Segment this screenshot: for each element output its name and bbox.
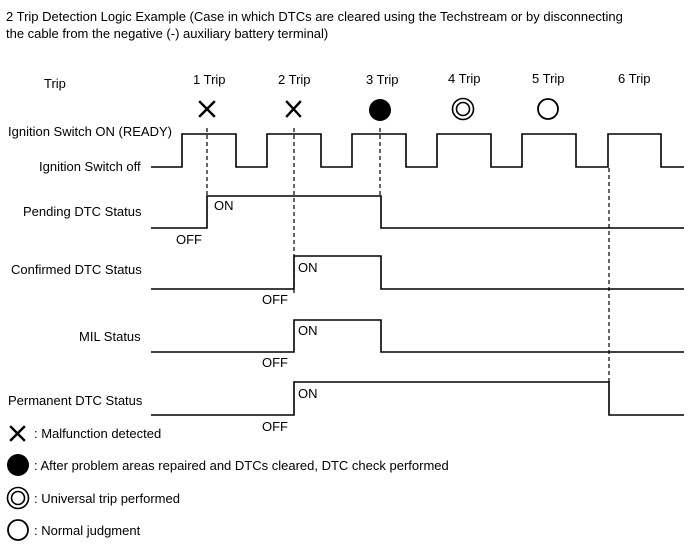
pending-dtc-waveform [151, 195, 684, 229]
trip-label-3: 3 Trip [366, 72, 399, 87]
legend: : Malfunction detected : After problem a… [6, 425, 449, 541]
trip-label-6: 6 Trip [618, 71, 651, 86]
diagram-title-line2: the cable from the negative (-) auxiliar… [6, 26, 328, 41]
trip-label-1: 1 Trip [193, 72, 226, 87]
row-label-ignition-off: Ignition Switch off [39, 159, 141, 174]
pending-on-label: ON [214, 198, 234, 213]
legend-normal-judgment-text: : Normal judgment [34, 523, 141, 538]
row-label-confirmed: Confirmed DTC Status [11, 262, 142, 277]
trip-5-circle-icon [537, 98, 559, 120]
permanent-dtc-waveform [151, 381, 684, 416]
legend-cross-icon [9, 425, 26, 442]
mil-on-label: ON [298, 323, 318, 338]
row-label-permanent: Permanent DTC Status [8, 393, 143, 408]
trip-2-cross-icon [285, 100, 302, 118]
legend-universal-trip-text: : Universal trip performed [34, 491, 180, 506]
pending-off-label: OFF [176, 232, 202, 247]
legend-double-circle-icon [6, 486, 30, 510]
legend-dtc-check-text: : After problem areas repaired and DTCs … [34, 458, 449, 473]
legend-malfunction-text: : Malfunction detected [34, 426, 161, 441]
trip-1-cross-icon [198, 100, 216, 118]
trip-header-label: Trip [44, 76, 66, 91]
confirmed-dtc-waveform [151, 255, 684, 290]
ignition-waveform [151, 133, 684, 168]
legend-filled-circle-icon [7, 454, 29, 476]
row-label-ignition-on: Ignition Switch ON (READY) [8, 124, 172, 139]
trip-label-4: 4 Trip [448, 71, 481, 86]
confirmed-off-label: OFF [262, 292, 288, 307]
trip-3-filled-circle-icon [369, 99, 391, 121]
row-label-mil: MIL Status [79, 329, 141, 344]
permanent-on-label: ON [298, 386, 318, 401]
diagram-title-line1: 2 Trip Detection Logic Example (Case in … [6, 9, 623, 24]
permanent-off-label: OFF [262, 419, 288, 434]
trip-label-5: 5 Trip [532, 71, 565, 86]
mil-off-label: OFF [262, 355, 288, 370]
trip-4-double-circle-icon [451, 97, 475, 121]
mil-status-waveform [151, 319, 684, 353]
confirmed-on-label: ON [298, 260, 318, 275]
trip-label-2: 2 Trip [278, 72, 311, 87]
row-label-pending: Pending DTC Status [23, 204, 142, 219]
legend-circle-icon [7, 519, 29, 541]
